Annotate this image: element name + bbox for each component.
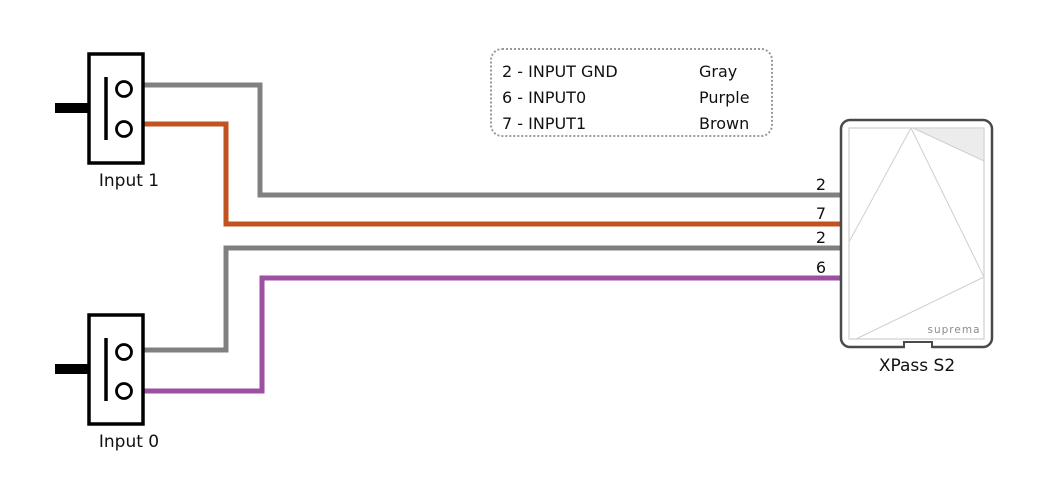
legend-color-name: Purple (699, 87, 750, 107)
device-notch-icon (903, 341, 933, 348)
legend-pin-label: 6 - INPUT0 (502, 87, 587, 107)
switch-input1-label: Input 1 (99, 171, 159, 191)
pin-number-2-bottom: 2 (816, 228, 826, 247)
device-xpass-s2: suprema XPass S2 (839, 118, 994, 376)
legend-color-name: Brown (699, 113, 750, 133)
switch-input0: Input 0 (55, 313, 159, 452)
device-brand-logo: suprema (928, 324, 981, 336)
legend-pin-label: 7 - INPUT1 (502, 113, 587, 133)
wire-input0-gnd (143, 245, 844, 353)
legend-color-name: Gray (699, 61, 738, 81)
switch-input0-terminal-bottom-icon (115, 382, 133, 400)
switch-input0-body (87, 313, 145, 426)
switch-input1-terminal-bottom-icon (115, 120, 133, 138)
legend-row-input1: 7 - INPUT1 Brown (502, 110, 771, 136)
legend-row-input-gnd: 2 - INPUT GND Gray (502, 58, 771, 84)
legend-row-input0: 6 - INPUT0 Purple (502, 84, 771, 110)
switch-input0-label: Input 0 (99, 432, 159, 452)
wire-input1-signal (143, 121, 844, 227)
device-label: XPass S2 (879, 356, 955, 376)
device-facet-line-bottom (855, 276, 985, 340)
switch-input1: Input 1 (55, 52, 159, 191)
wire-input1-gnd (143, 82, 844, 198)
switch-input0-actuator-icon (55, 364, 108, 374)
pin-number-2-top: 2 (816, 175, 826, 194)
pin-number-7: 7 (816, 204, 826, 223)
switch-input1-body (87, 52, 145, 165)
switch-input1-terminal-top-icon (115, 80, 133, 98)
device-facet-line-left (848, 127, 912, 243)
legend-pin-label: 2 - INPUT GND (502, 61, 618, 81)
legend-box: 2 - INPUT GND Gray 6 - INPUT0 Purple 7 -… (490, 48, 773, 137)
device-facet-line-right (910, 127, 985, 278)
wire-input0-signal (143, 275, 844, 394)
device-corner-shade (912, 127, 985, 162)
switch-input0-terminal-top-icon (115, 343, 133, 361)
switch-input1-actuator-icon (55, 103, 108, 113)
pin-number-6: 6 (816, 258, 826, 277)
